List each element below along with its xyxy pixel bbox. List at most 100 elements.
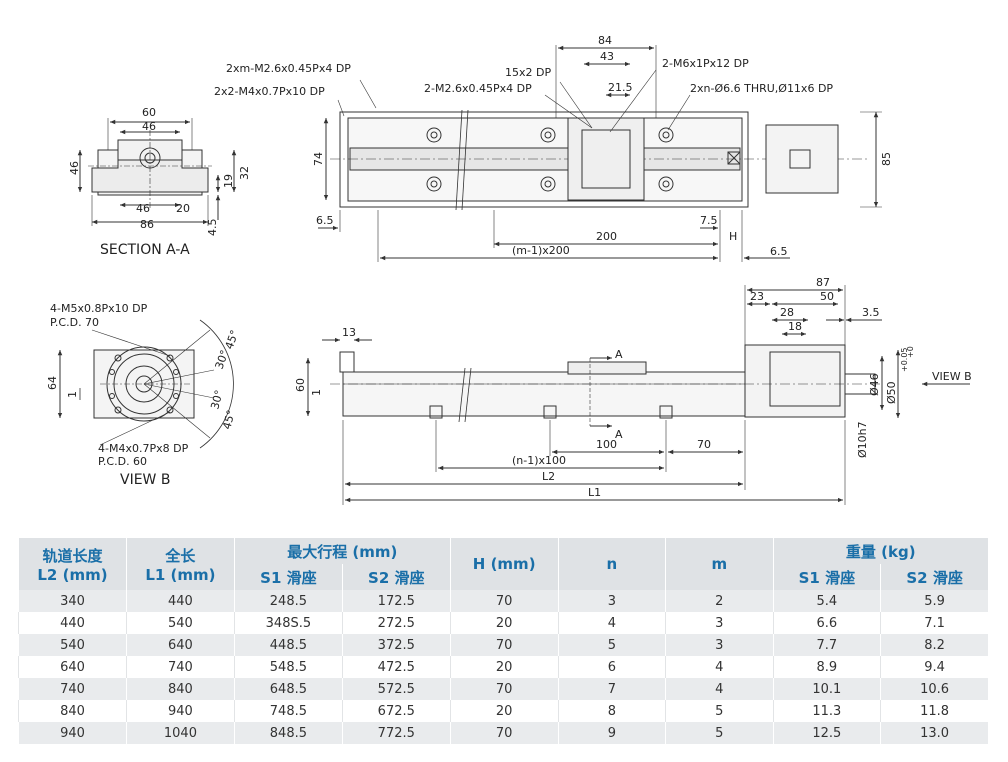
header-weight: 重量 (kg)	[772, 538, 988, 564]
dim-46-top: 46	[142, 120, 156, 133]
dim-46-bottom: 46	[136, 202, 150, 215]
table-cell: 440	[125, 590, 235, 612]
dim-3-5: 3.5	[862, 306, 880, 319]
header-stroke-s2: S2 滑座	[341, 564, 451, 590]
table-cell: 340	[18, 590, 127, 612]
side-view-labels: 13 60 1 A A 100 70 (n-1)x100 L2 L1 87 23…	[294, 276, 972, 499]
table-cell: 840	[18, 700, 127, 722]
table-cell: 5	[665, 700, 774, 722]
note-2xn-thru: 2xn-Ø6.6 THRU,Ø11x6 DP	[690, 82, 833, 95]
table-cell: 940	[18, 722, 127, 744]
table-cell: 20	[449, 656, 559, 678]
dim-tol-top: +0.05	[900, 347, 909, 372]
dim-50: 50	[820, 290, 834, 303]
dim-dia-46: Ø46	[868, 373, 881, 396]
table-cell: 772.5	[341, 722, 451, 744]
view-b-caption: VIEW B	[120, 472, 170, 488]
dim-dia-10h7: Ø10h7	[856, 421, 869, 458]
header-weight-s1: S1 滑座	[772, 564, 881, 590]
dim-100: 100	[596, 438, 617, 451]
dim-64: 64	[46, 376, 59, 390]
table-cell: 11.8	[880, 700, 988, 722]
table-cell: 8	[557, 700, 666, 722]
table-cell: 70	[449, 634, 559, 656]
dim-60-side: 60	[294, 378, 307, 392]
table-cell: 548.5	[233, 656, 343, 678]
dim-43: 43	[600, 50, 614, 63]
header-m: m	[665, 538, 774, 590]
view-b	[57, 319, 234, 449]
note-pcd-60: P.C.D. 60	[98, 455, 147, 468]
table-cell: 348S.5	[233, 612, 343, 634]
table-cell: 6	[557, 656, 666, 678]
dim-87: 87	[816, 276, 830, 289]
dim-1-side: 1	[310, 389, 323, 396]
table-cell: 8.9	[772, 656, 881, 678]
table-cell: 3	[557, 590, 666, 612]
table-cell: 640	[18, 656, 127, 678]
header-n: n	[557, 538, 666, 590]
section-a-view	[77, 118, 237, 226]
table-cell: 8.2	[880, 634, 988, 656]
table-cell: 2	[665, 590, 774, 612]
note-2x2-m4: 2x2-M4x0.7Px10 DP	[214, 85, 325, 98]
table-header-row-2: S1 滑座 S2 滑座 S1 滑座 S2 滑座	[19, 564, 988, 590]
table-cell: 70	[449, 678, 559, 700]
table-cell: 572.5	[341, 678, 451, 700]
side-view	[305, 285, 970, 505]
section-a-labels: 60 46 46 19 32 46 20 86 4.5 SECTION A-A	[68, 106, 251, 258]
dim-m-200: (m-1)x200	[512, 244, 570, 257]
dim-23: 23	[750, 290, 764, 303]
dim-7-5: 7.5	[700, 214, 718, 227]
table-cell: 7.1	[880, 612, 988, 634]
table-cell: 3	[665, 612, 774, 634]
table-cell: 10.1	[772, 678, 881, 700]
table-cell: 4	[665, 678, 774, 700]
table-cell: 172.5	[341, 590, 451, 612]
view-b-labels: 4-M5x0.8Px10 DP P.C.D. 70 4-M4x0.7Px8 DP…	[46, 302, 241, 488]
table-cell: 672.5	[341, 700, 451, 722]
table-cell: 640	[125, 634, 235, 656]
table-cell: 4	[557, 612, 666, 634]
dim-32: 32	[238, 166, 251, 180]
table-cell: 440	[18, 612, 127, 634]
dim-h: H	[729, 230, 737, 243]
header-h: H (mm)	[449, 538, 559, 590]
dim-dia-50: Ø50	[885, 381, 898, 404]
table-cell: 540	[125, 612, 235, 634]
angle-30-bottom: 30°	[208, 389, 226, 411]
note-15x2: 15x2 DP	[505, 66, 551, 79]
table-cell: 5	[557, 634, 666, 656]
dim-n-100: (n-1)x100	[512, 454, 566, 467]
table-cell: 840	[125, 678, 235, 700]
angle-45-bottom: 45°	[220, 409, 238, 431]
table-cell: 740	[125, 656, 235, 678]
dim-4-5: 4.5	[206, 219, 219, 237]
note-4-m4: 4-M4x0.7Px8 DP	[98, 442, 189, 455]
table-cell: 6.6	[772, 612, 881, 634]
header-max-stroke: 最大行程 (mm)	[233, 538, 451, 564]
table-cell: 848.5	[233, 722, 343, 744]
table-cell: 648.5	[233, 678, 343, 700]
table-cell: 5.9	[880, 590, 988, 612]
dim-l2: L2	[542, 470, 555, 483]
note-4-m5: 4-M5x0.8Px10 DP	[50, 302, 148, 315]
table-cell: 70	[449, 590, 559, 612]
table-cell: 20	[449, 700, 559, 722]
section-a-caption: SECTION A-A	[100, 242, 190, 258]
table-cell: 9.4	[880, 656, 988, 678]
dim-86: 86	[140, 218, 154, 231]
table-cell: 5	[665, 722, 774, 744]
table-cell: 13.0	[880, 722, 988, 744]
section-a-mark-bottom: A	[615, 428, 623, 441]
dim-20: 20	[176, 202, 190, 215]
table-cell: 7.7	[772, 634, 881, 656]
dim-74: 74	[312, 152, 325, 166]
